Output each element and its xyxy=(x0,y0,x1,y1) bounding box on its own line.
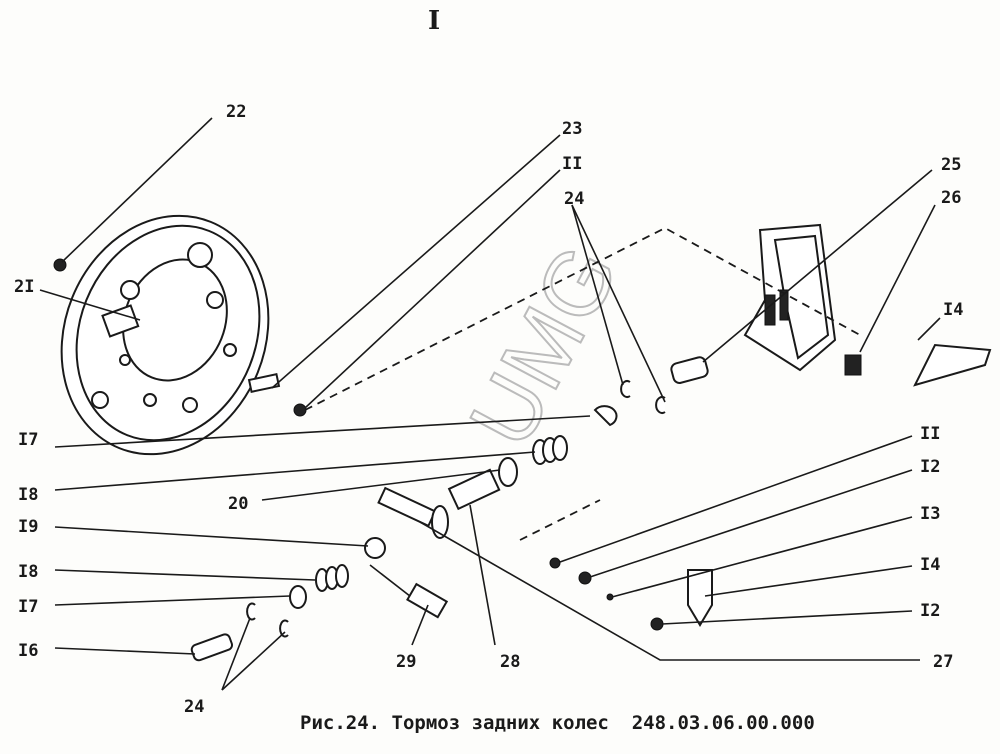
label-23: 23 xyxy=(562,119,582,139)
part-labels: 22 23 II 24 25 26 2I I4 I7 I8 20 I9 I8 I… xyxy=(14,102,963,717)
part-11-washer xyxy=(293,403,307,417)
part-18-spring xyxy=(532,435,568,465)
part-25-pin xyxy=(670,356,709,384)
part-23-pin xyxy=(247,373,281,393)
part-24-clip xyxy=(620,380,631,398)
part-24-clip xyxy=(279,619,289,638)
label-24: 24 xyxy=(184,697,204,717)
part-27-adjuster xyxy=(377,486,449,539)
label-14: I4 xyxy=(920,555,940,575)
label-17: I7 xyxy=(18,430,38,450)
part-19-nut xyxy=(364,537,386,559)
figure-caption: Рис.24. Тормоз задних колес 248.03.06.00… xyxy=(300,712,815,734)
part-18-spring xyxy=(315,564,349,592)
part-26 xyxy=(844,354,862,376)
label-14: I4 xyxy=(943,300,963,320)
part-24-clip xyxy=(246,602,256,621)
label-19: I9 xyxy=(18,517,38,537)
label-26: 26 xyxy=(941,188,961,208)
label-13: I3 xyxy=(920,504,940,524)
label-22: 22 xyxy=(226,102,246,122)
part-16-bolt xyxy=(190,633,234,662)
label-24: 24 xyxy=(564,189,584,209)
brake-backing-plate xyxy=(60,214,270,456)
label-11: II xyxy=(562,154,582,174)
leader-lines xyxy=(39,117,941,691)
label-12: I2 xyxy=(920,601,940,621)
label-21: 2I xyxy=(14,277,34,297)
label-20: 20 xyxy=(228,494,248,514)
view-title: I xyxy=(428,6,441,36)
label-25: 25 xyxy=(941,155,961,175)
label-27: 27 xyxy=(933,652,953,672)
part-14-key xyxy=(687,569,713,627)
part-17-washer xyxy=(593,405,618,427)
part-14-key xyxy=(913,343,992,387)
label-18: I8 xyxy=(18,562,38,582)
label-18: I8 xyxy=(18,485,38,505)
label-11: II xyxy=(920,424,940,444)
label-17: I7 xyxy=(18,597,38,617)
label-28: 28 xyxy=(500,652,520,672)
part-17-washer xyxy=(289,585,307,609)
label-29: 29 xyxy=(396,652,416,672)
label-16: I6 xyxy=(18,641,38,661)
part-29-screw xyxy=(369,564,449,619)
part-20-washer xyxy=(498,457,518,487)
watermark: UMG xyxy=(451,230,638,462)
label-12: I2 xyxy=(920,457,940,477)
part-28-sleeve xyxy=(447,468,501,511)
